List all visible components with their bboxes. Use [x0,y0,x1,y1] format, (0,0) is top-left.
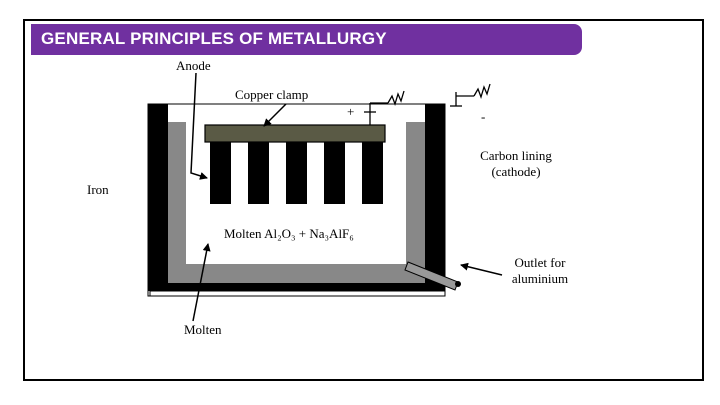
positive-terminal-label: + [347,104,355,119]
anode-rod [362,142,383,204]
slide-title: GENERAL PRINCIPLES OF METALLURGY [41,29,387,48]
outlet-label-line1: Outlet for [514,255,566,270]
carbon-lining-label-line2: (cathode) [491,164,541,179]
anode-rod [286,142,307,204]
carbon-lining-label-line1: Carbon lining [480,148,552,163]
anode-label: Anode [176,58,211,73]
electrolyte-label: Molten Al₂O₃ + Na₃AlF₆ [224,226,354,241]
outlet-label-line2: aluminium [511,271,569,286]
anode-terminal [364,90,405,125]
anode-rods [210,142,383,204]
copper-clamp-label: Copper clamp [235,87,309,102]
anode-rod [210,142,231,204]
tank-base-edge [149,290,446,297]
anode-rod [248,142,269,204]
title-banner: GENERAL PRINCIPLES OF METALLURGY [31,24,582,55]
cathode-terminal [450,83,491,107]
outlet-arrow [460,262,503,276]
outlet-label: Outlet for aluminium [500,255,580,287]
carbon-lining-label: Carbon lining (cathode) [470,148,562,180]
slide-frame [23,19,704,381]
carbon-lining [168,122,425,283]
iron-label: Iron [87,182,109,197]
molten-label: Molten [184,322,222,337]
anode-arrow [190,72,208,180]
aluminium-outlet-pipe [404,261,461,291]
molten-arrow [192,243,211,322]
negative-terminal-label: - [481,109,486,124]
copper-clamp-arrow [263,103,287,127]
copper-clamp-bar [204,124,386,143]
cathode-connector [426,104,445,118]
anode-rod [324,142,345,204]
